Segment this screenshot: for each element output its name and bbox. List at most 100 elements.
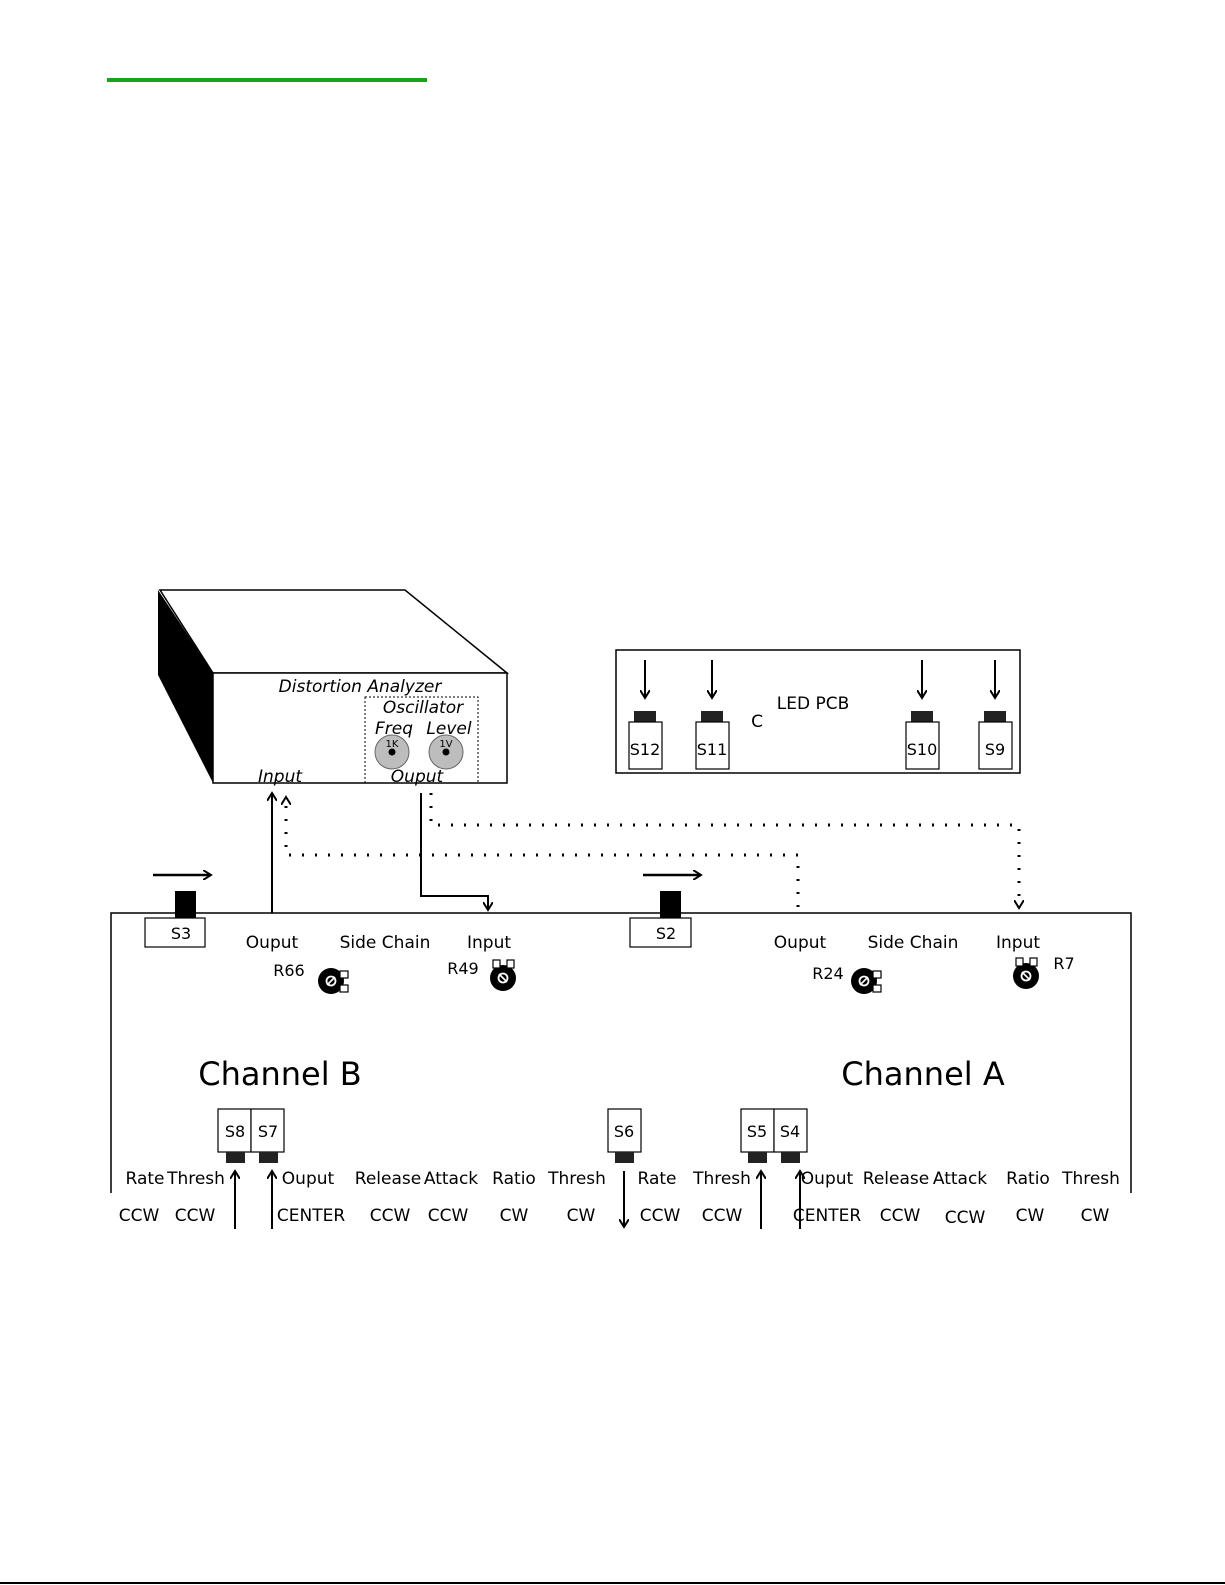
s4-label: S4 bbox=[780, 1122, 800, 1141]
s2-label: S2 bbox=[656, 924, 676, 943]
r66-trimmer-pin-2 bbox=[339, 984, 349, 993]
r7-trimmer-pin-1 bbox=[1015, 957, 1024, 967]
setting-release-a: CCW bbox=[880, 1206, 921, 1226]
analyzer-title: Distortion Analyzer bbox=[279, 677, 443, 697]
s6-switch[interactable] bbox=[607, 1108, 642, 1153]
setting-ratio-a: CW bbox=[1016, 1206, 1045, 1226]
s5-actuator bbox=[748, 1152, 767, 1163]
control-label-attack-a: Attack bbox=[933, 1169, 987, 1189]
ch-b-side-chain-label: Side Chain bbox=[340, 933, 431, 953]
r7-trimmer-pin-2 bbox=[1029, 957, 1038, 967]
r66-trimmer-slot bbox=[325, 975, 337, 987]
control-label-rate-b: Rate bbox=[126, 1169, 165, 1189]
control-label-output-a: Ouput bbox=[801, 1169, 854, 1189]
r49-trimmer-pin-1 bbox=[492, 959, 501, 969]
r49-label: R49 bbox=[447, 959, 478, 978]
s2-actuator bbox=[660, 891, 681, 921]
control-settings-row: CCW CCW CENTER CCW CCW CW CW CCW CCW CEN… bbox=[119, 1206, 1110, 1228]
distortion-analyzer: Distortion Analyzer Oscillator Freq Leve… bbox=[158, 589, 510, 787]
r24-trimmer[interactable] bbox=[851, 968, 882, 994]
s2-switch[interactable] bbox=[629, 917, 692, 948]
s11-label: S11 bbox=[697, 740, 728, 759]
led-pcb: LED PCB C S12 S11 S10 S9 bbox=[615, 649, 1021, 774]
r24-label: R24 bbox=[812, 964, 843, 983]
level-value: 1V bbox=[439, 739, 452, 750]
s12-label: S12 bbox=[630, 740, 661, 759]
analyzer-input-label: Input bbox=[258, 767, 303, 787]
control-label-rate-a: Rate bbox=[638, 1169, 677, 1189]
ch-b-output-jack-label: Ouput bbox=[246, 933, 299, 953]
control-labels-row: Rate Thresh Ouput Release Attack Ratio T… bbox=[126, 1169, 1120, 1189]
oscillator-label: Oscillator bbox=[383, 698, 464, 718]
setting-thresh-a-left: CCW bbox=[702, 1206, 743, 1226]
control-label-attack-b: Attack bbox=[424, 1169, 478, 1189]
led-pcb-marker: C bbox=[751, 712, 763, 732]
r7-trimmer-slot bbox=[1020, 970, 1032, 982]
r7-trimmer-screw bbox=[1021, 971, 1031, 981]
setting-thresh-a-right: CW bbox=[1081, 1206, 1110, 1226]
s6-label: S6 bbox=[614, 1122, 634, 1141]
s11-actuator bbox=[701, 711, 723, 722]
s3-switch[interactable] bbox=[144, 917, 206, 948]
control-label-thresh-a-left: Thresh bbox=[692, 1169, 751, 1189]
s7-switch[interactable] bbox=[250, 1108, 285, 1153]
r24-trimmer-screw bbox=[859, 976, 869, 986]
control-label-thresh-a-right: Thresh bbox=[1061, 1169, 1120, 1189]
setting-release-b: CCW bbox=[370, 1206, 411, 1226]
main-pcb: S3 S2 Ouput Side Chain Input Ouput Side … bbox=[110, 875, 1132, 1229]
freq-label: Freq bbox=[375, 719, 413, 739]
s10-switch[interactable] bbox=[905, 721, 940, 770]
s12-actuator bbox=[634, 711, 656, 722]
ch-a-output-jack-label: Ouput bbox=[774, 933, 827, 953]
setting-thresh-b-right: CW bbox=[567, 1206, 596, 1226]
control-label-output-b: Ouput bbox=[282, 1169, 335, 1189]
setting-attack-b: CCW bbox=[428, 1206, 469, 1226]
r49-trimmer[interactable] bbox=[490, 959, 516, 991]
r66-trimmer[interactable] bbox=[318, 968, 349, 994]
s8-label: S8 bbox=[225, 1122, 245, 1141]
s8-actuator bbox=[226, 1152, 245, 1163]
ch-a-side-chain-label: Side Chain bbox=[868, 933, 959, 953]
analyzer-output-label: Ouput bbox=[391, 767, 445, 787]
r66-trimmer-screw bbox=[326, 976, 336, 986]
control-label-thresh-b-right: Thresh bbox=[547, 1169, 606, 1189]
ch-b-input-jack-label: Input bbox=[467, 933, 511, 953]
s10-label: S10 bbox=[907, 740, 938, 759]
setting-rate-b: CCW bbox=[119, 1206, 160, 1226]
setting-ratio-b: CW bbox=[500, 1206, 529, 1226]
freq-knob-center bbox=[388, 748, 396, 756]
r49-trimmer-pin-2 bbox=[506, 959, 515, 969]
control-label-thresh-b-left: Thresh bbox=[166, 1169, 225, 1189]
s8-switch[interactable] bbox=[217, 1108, 252, 1153]
s9-label: S9 bbox=[985, 740, 1005, 759]
channel-b-title: Channel B bbox=[198, 1055, 362, 1093]
r7-trimmer[interactable] bbox=[1013, 957, 1039, 989]
s5-label: S5 bbox=[747, 1122, 767, 1141]
r66-label: R66 bbox=[273, 961, 304, 980]
setting-output-b: CENTER bbox=[277, 1206, 345, 1226]
control-label-release-b: Release bbox=[355, 1169, 421, 1189]
s7-actuator bbox=[259, 1152, 278, 1163]
ch-a-output-to-analyzer-input-dotted bbox=[286, 797, 800, 907]
ch-a-input-jack-label: Input bbox=[996, 933, 1040, 953]
control-label-release-a: Release bbox=[863, 1169, 929, 1189]
s4-actuator bbox=[781, 1152, 800, 1163]
s6-actuator bbox=[615, 1152, 634, 1163]
s9-switch[interactable] bbox=[978, 721, 1013, 770]
s9-actuator bbox=[984, 711, 1006, 722]
freq-value: 1K bbox=[386, 739, 399, 750]
s3-actuator bbox=[175, 891, 196, 921]
oscillator-output-to-ch-a-input-dotted bbox=[429, 793, 1019, 908]
setting-attack-a: CCW bbox=[945, 1208, 986, 1228]
r24-trimmer-slot bbox=[858, 975, 870, 987]
r49-trimmer-screw bbox=[498, 973, 508, 983]
r66-trimmer-pin-1 bbox=[339, 970, 349, 979]
s12-switch[interactable] bbox=[628, 721, 663, 770]
led-pcb-board bbox=[615, 649, 1021, 774]
test-leads bbox=[272, 793, 1019, 913]
r7-label: R7 bbox=[1053, 954, 1074, 973]
s10-actuator bbox=[911, 711, 933, 722]
control-label-ratio-a: Ratio bbox=[1006, 1169, 1050, 1189]
s11-switch[interactable] bbox=[695, 721, 730, 770]
